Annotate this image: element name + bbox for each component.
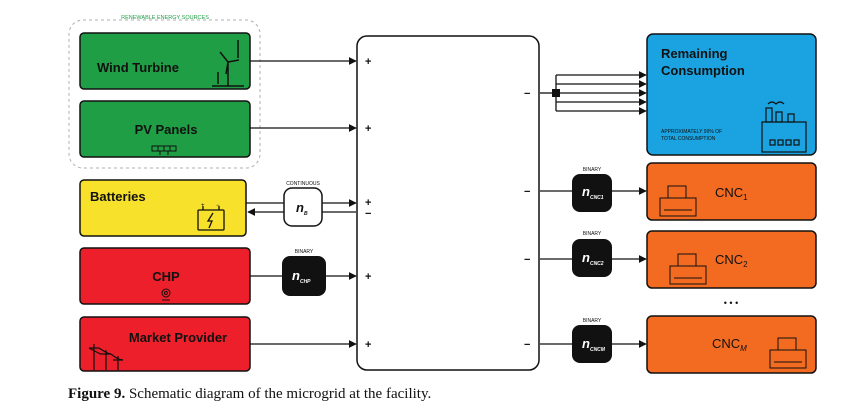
remaining-title-line2: Consumption xyxy=(661,63,745,78)
cncm-load-box xyxy=(646,315,817,374)
chp-control-var: nCHP xyxy=(292,268,311,285)
chp-control-tag: BINARY xyxy=(295,249,314,255)
market-provider-source: Market Provider xyxy=(79,316,251,372)
battery-control-tag: CONTINUOUS xyxy=(286,181,320,187)
wind-sign: + xyxy=(365,56,371,68)
battery-out-sign: − xyxy=(365,208,371,220)
cnc1-control-box xyxy=(572,174,612,212)
batteries-label: Batteries xyxy=(90,189,146,204)
remaining-note-line1: APPROXIMATELY 99% OF xyxy=(661,129,722,135)
figure-caption-prefix: Figure 9. xyxy=(68,386,126,402)
wind-turbine-icon xyxy=(212,40,244,87)
chp-label: CHP xyxy=(152,269,180,284)
cncm-control-tag: BINARY xyxy=(583,318,602,324)
cnc2-control-tag: BINARY xyxy=(583,231,602,237)
chp-control-box xyxy=(282,256,326,296)
cnc-ellipsis: • • • xyxy=(724,298,738,308)
remaining-consumption-load: Remaining Consumption APPROXIMATELY 99% … xyxy=(646,33,817,156)
remaining-title-line1: Remaining xyxy=(661,46,728,61)
svg-text:+: + xyxy=(201,203,205,209)
pv-panels-source: PV Panels xyxy=(79,100,251,158)
cnc-machine-icon xyxy=(769,337,807,369)
figure-caption-text: Schematic diagram of the microgrid at th… xyxy=(128,386,432,402)
cnc-row-1: BINARY nCNC1 − CNC1 xyxy=(524,162,817,221)
chp-source: CHP xyxy=(79,247,251,305)
battery-in-sign: + xyxy=(365,197,371,209)
renewable-group-box xyxy=(68,19,261,169)
battery-icon: + − xyxy=(197,203,225,231)
market-provider-label: Market Provider xyxy=(129,330,227,345)
renewable-group-label: RENEWABLE ENERGY SOURCES xyxy=(121,15,209,21)
cncm-control-var: nCNCM xyxy=(582,336,606,353)
cncm-sign: − xyxy=(524,339,530,351)
cnc2-load-box xyxy=(646,230,817,289)
figure-caption: Figure 9. Schematic diagram of the micro… xyxy=(68,386,431,403)
pv-panels-label: PV Panels xyxy=(135,122,198,137)
battery-control-var: nB xyxy=(296,200,308,217)
chp-sign: + xyxy=(365,271,371,283)
batteries-source: Batteries + − xyxy=(79,179,247,237)
cnc1-sign: − xyxy=(524,186,530,198)
cnc1-control-var: nCNC1 xyxy=(582,184,604,201)
solar-panel-icon xyxy=(151,145,177,155)
wind-turbine-label: Wind Turbine xyxy=(97,60,179,75)
battery-control-box xyxy=(283,187,323,227)
source-connections xyxy=(246,57,357,348)
factory-icon xyxy=(761,101,807,153)
power-line-icon xyxy=(88,344,124,370)
pv-sign: + xyxy=(365,123,371,135)
central-bus xyxy=(356,35,540,371)
remaining-junction xyxy=(552,89,560,97)
cnc-machine-icon xyxy=(659,185,697,217)
cnc1-load-box xyxy=(646,162,817,221)
cncm-label: CNCM xyxy=(712,336,747,353)
cnc2-label: CNC2 xyxy=(715,252,748,269)
cnc-row-m: BINARY nCNCM − CNCM xyxy=(524,315,817,374)
cnc1-control-tag: BINARY xyxy=(583,167,602,173)
market-sign: + xyxy=(365,339,371,351)
wind-turbine-source: Wind Turbine xyxy=(79,32,251,90)
remaining-note-line2: TOTAL CONSUMPTION xyxy=(661,136,716,142)
remaining-sign: − xyxy=(524,88,530,100)
cnc2-sign: − xyxy=(524,254,530,266)
chp-icon xyxy=(161,288,171,301)
cnc1-label: CNC1 xyxy=(715,185,748,202)
bus-input-signs: + + + − + + xyxy=(365,56,371,351)
cnc-machine-icon xyxy=(669,253,707,285)
cncm-control-box xyxy=(572,325,612,363)
svg-text:−: − xyxy=(216,203,220,209)
cnc2-control-box xyxy=(572,239,612,277)
cnc2-control-var: nCNC2 xyxy=(582,250,604,267)
remaining-connection xyxy=(540,71,647,115)
cnc-row-2: BINARY nCNC2 − CNC2 xyxy=(524,230,817,289)
